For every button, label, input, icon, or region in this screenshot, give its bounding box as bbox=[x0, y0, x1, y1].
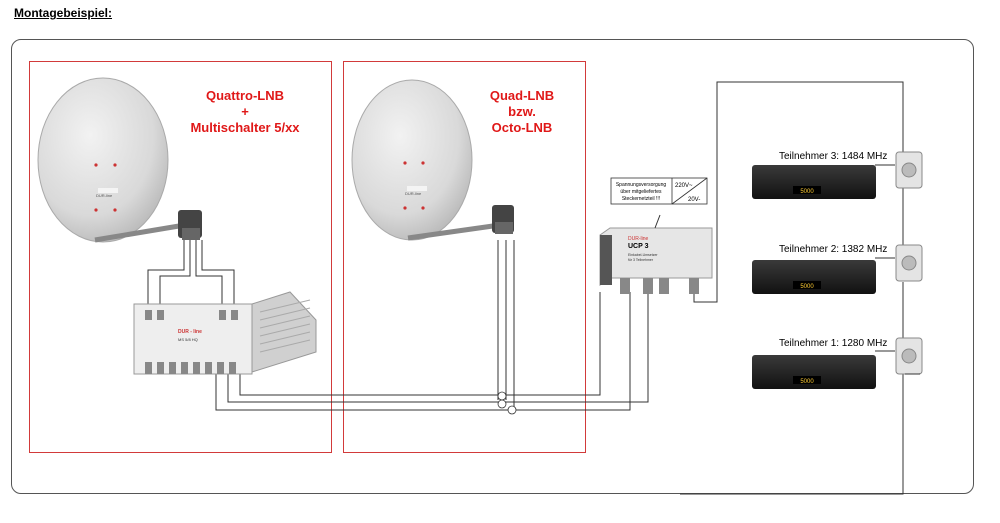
ucp-brand: DUR-line bbox=[628, 236, 649, 242]
satellite-dish-middle bbox=[351, 79, 514, 241]
receiver-1-display: 5000 bbox=[800, 379, 814, 385]
diagram-frame bbox=[11, 39, 974, 494]
power-note-line1: Spannungsversorgung bbox=[616, 182, 667, 188]
quad-lnb-label: Quad-LNB bzw. Octo-LNB bbox=[482, 88, 562, 136]
receiver-3 bbox=[752, 165, 876, 199]
switch-brand: DUR - line bbox=[178, 329, 202, 335]
outlet-3 bbox=[895, 151, 923, 189]
outlet-1 bbox=[895, 337, 923, 375]
ucp-sub1: Einkabel-Umsetzer bbox=[628, 253, 658, 257]
multiswitch bbox=[133, 291, 317, 375]
subscriber-3-label: Teilnehmer 3: 1484 MHz bbox=[779, 151, 888, 162]
dish-left-brand: DUR-line bbox=[96, 193, 113, 198]
ucp-model: UCP 3 bbox=[628, 243, 649, 250]
power-note-line3: Steckernetzteil !!! bbox=[622, 196, 660, 202]
power-note-ac: 220V~ bbox=[675, 183, 693, 189]
satellite-dish-left bbox=[37, 77, 202, 243]
receiver-2-display: 5000 bbox=[800, 284, 814, 290]
quattro-lnb-label: Quattro-LNB + bbox=[190, 88, 300, 120]
quattro-lnb-label-line1: Quattro-LNB bbox=[206, 88, 284, 103]
quad-lnb-label-line2: bzw. bbox=[508, 104, 536, 119]
cable-crossing bbox=[497, 391, 517, 415]
power-note-dc: 20V- bbox=[688, 197, 700, 203]
ucp-sub2: für 3 Teilnehmer bbox=[628, 258, 654, 262]
quad-lnb-label-line3: Octo-LNB bbox=[491, 120, 553, 135]
coax-cables bbox=[215, 81, 904, 495]
switch-model: MS 5/8 HQ bbox=[178, 337, 198, 342]
multischalter-label: Multischalter 5/xx bbox=[190, 120, 300, 135]
quattro-lnb-group-box bbox=[29, 61, 332, 453]
quad-lnb-group-box bbox=[343, 61, 586, 453]
power-note-line2: über mitgeliefertes bbox=[620, 189, 662, 195]
ucp-converter bbox=[599, 214, 713, 294]
quattro-lnb-label-line2: + bbox=[241, 104, 249, 119]
subscriber-1-label: Teilnehmer 1: 1280 MHz bbox=[779, 338, 888, 349]
subscriber-2-label: Teilnehmer 2: 1382 MHz bbox=[779, 244, 888, 255]
power-note bbox=[610, 177, 708, 205]
receiver-3-display: 5000 bbox=[800, 189, 814, 195]
dish-middle-brand: DUR-line bbox=[405, 191, 422, 196]
receiver-1 bbox=[752, 355, 876, 389]
page-heading: Montagebeispiel: bbox=[14, 6, 113, 20]
receiver-2 bbox=[752, 260, 876, 294]
quad-lnb-label-line1: Quad-LNB bbox=[489, 88, 555, 103]
outlet-2 bbox=[895, 244, 923, 282]
